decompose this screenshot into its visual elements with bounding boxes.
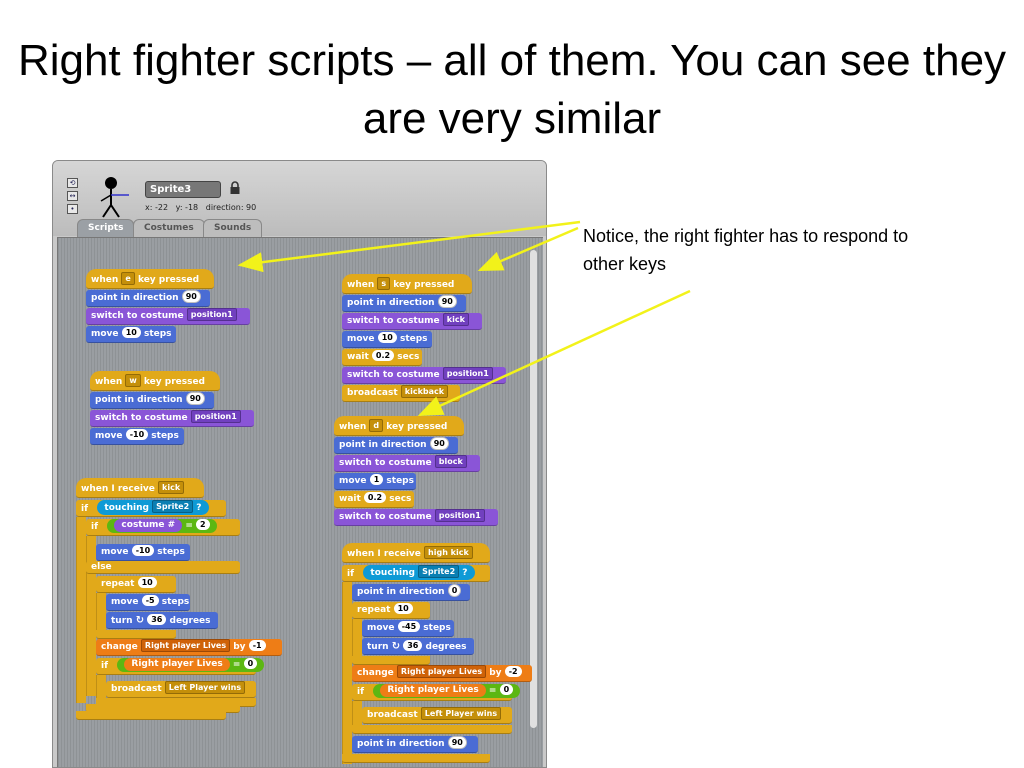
move-steps-block[interactable]: move -45 steps (362, 620, 454, 637)
scratch-sprite-panel: ⟲ ↔ • Sprite3 x: -22 y: -18 direction: 9… (52, 160, 547, 768)
hat-when-i-receive[interactable]: when I receive kick (76, 478, 204, 498)
tab-sounds[interactable]: Sounds (203, 219, 263, 237)
if-block[interactable]: if touching Sprite2 ? (76, 500, 226, 517)
if-arm (96, 675, 106, 701)
sprite-header: ⟲ ↔ • Sprite3 x: -22 y: -18 direction: 9… (53, 161, 546, 237)
turn-degrees-block[interactable]: turn ↻ 36 degrees (362, 638, 474, 655)
wait-secs-block[interactable]: wait 0.2 secs (334, 491, 414, 508)
if-end (352, 725, 512, 734)
point-in-direction-block[interactable]: point in direction 0 (352, 584, 470, 601)
repeat-end (352, 656, 430, 665)
move-steps-block[interactable]: move -5 steps (106, 594, 190, 611)
rotate-style-flip-icon[interactable]: ↔ (67, 191, 78, 201)
if-end (76, 711, 226, 720)
point-in-direction-block[interactable]: point in direction 90 (352, 736, 478, 753)
repeat-block[interactable]: repeat 10 (352, 602, 430, 619)
move-steps-block[interactable]: move 10 steps (86, 326, 176, 343)
switch-costume-block[interactable]: switch to costume position1 (86, 308, 250, 325)
move-steps-block[interactable]: move -10 steps (90, 428, 184, 445)
if-block[interactable]: if touching Sprite2 ? (342, 565, 490, 582)
sprite-name-field[interactable]: Sprite3 (145, 181, 221, 198)
repeat-block[interactable]: repeat 10 (96, 576, 176, 593)
vertical-scrollbar[interactable] (530, 250, 537, 728)
sprite-position-info: x: -22 y: -18 direction: 90 (145, 203, 257, 212)
if-arm (76, 517, 86, 703)
change-variable-block[interactable]: change Right player Lives by -1 (96, 639, 282, 656)
if-block[interactable]: if Right player Lives = 0 (352, 684, 521, 701)
switch-costume-block[interactable]: switch to costume position1 (90, 410, 254, 427)
repeat-arm (352, 619, 362, 659)
hat-when-key-pressed[interactable]: when e key pressed (86, 269, 214, 289)
annotation-note: Notice, the right fighter has to respond… (583, 226, 909, 274)
slide-title: Right fighter scripts – all of them. You… (17, 36, 1007, 143)
rotate-style-none-icon[interactable]: • (67, 204, 78, 214)
rotate-clockwise-icon: ↻ (135, 615, 145, 626)
switch-costume-block[interactable]: switch to costume position1 (342, 367, 506, 384)
rotate-clockwise-icon: ↻ (391, 641, 401, 652)
tab-scripts[interactable]: Scripts (77, 219, 135, 237)
switch-costume-block[interactable]: switch to costume kick (342, 313, 482, 330)
if-arm (352, 701, 362, 729)
rotate-style-full-icon[interactable]: ⟲ (67, 178, 78, 188)
if-end (342, 754, 490, 763)
script-area[interactable]: when e key pressed point in direction 90… (57, 237, 543, 767)
repeat-end (96, 630, 176, 639)
broadcast-block[interactable]: broadcast kickback (342, 385, 460, 402)
point-in-direction-block[interactable]: point in direction 90 (90, 392, 214, 409)
switch-costume-block[interactable]: switch to costume position1 (334, 509, 498, 526)
point-in-direction-block[interactable]: point in direction 90 (86, 290, 210, 307)
if-else-arm (86, 536, 96, 696)
move-steps-block[interactable]: move 1 steps (334, 473, 416, 490)
turn-degrees-block[interactable]: turn ↻ 36 degrees (106, 612, 218, 629)
move-steps-block[interactable]: move 10 steps (342, 331, 432, 348)
hat-when-key-pressed[interactable]: when w key pressed (90, 371, 220, 391)
key-dropdown[interactable]: e (121, 272, 135, 285)
lock-icon[interactable] (229, 181, 241, 195)
hat-when-key-pressed[interactable]: when d key pressed (334, 416, 464, 436)
move-steps-block[interactable]: move -10 steps (96, 544, 190, 561)
if-block[interactable]: if Right player Lives = 0 (96, 658, 265, 675)
point-in-direction-block[interactable]: point in direction 90 (334, 437, 458, 454)
repeat-arm (96, 593, 106, 635)
hat-when-i-receive[interactable]: when I receive high kick (342, 543, 490, 563)
if-arm (342, 582, 352, 764)
wait-secs-block[interactable]: wait 0.2 secs (342, 349, 422, 366)
change-variable-block[interactable]: change Right player Lives by -2 (352, 665, 532, 682)
else-label: else (86, 561, 240, 574)
sprite-thumbnail-icon (100, 177, 129, 218)
broadcast-block[interactable]: broadcast Left Player wins (106, 681, 256, 698)
point-in-direction-block[interactable]: point in direction 90 (342, 295, 466, 312)
switch-costume-block[interactable]: switch to costume block (334, 455, 480, 472)
hat-when-key-pressed[interactable]: when s key pressed (342, 274, 472, 294)
broadcast-block[interactable]: broadcast Left Player wins (362, 707, 512, 724)
if-else-block[interactable]: if costume # = 2 (86, 519, 240, 536)
tab-costumes[interactable]: Costumes (133, 219, 205, 237)
